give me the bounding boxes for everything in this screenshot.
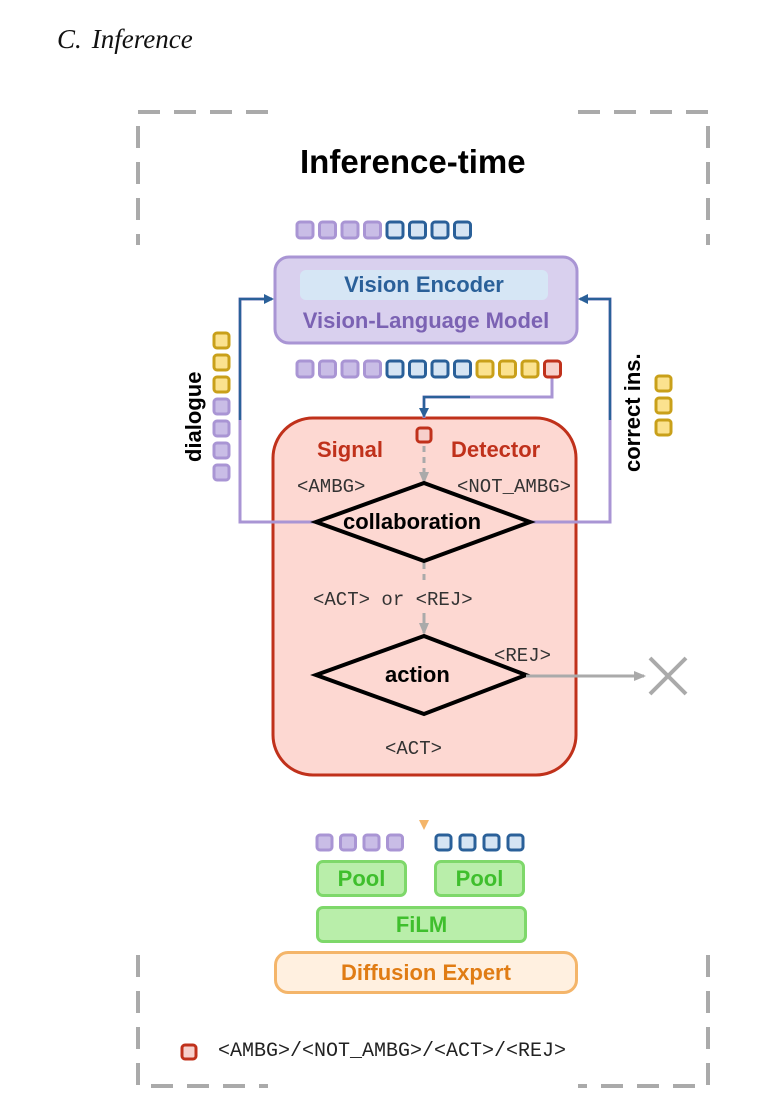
red-token [415,426,433,444]
legend-signal-token-icon [180,1043,198,1061]
yellow-token [654,418,673,437]
act-token-label: <ACT> [385,738,443,760]
purple-token [212,397,231,416]
film-box: FiLM [316,906,527,943]
purple-token [363,359,382,379]
dialogue-arrow [238,294,274,420]
blue-token [453,359,472,379]
token-row-output [295,359,562,379]
pool-right-box: Pool [434,860,525,897]
signal-token [415,426,433,444]
section-heading: C. Inference [57,24,193,55]
yellow-token [212,353,231,372]
token-row-pool-right [434,833,525,852]
diffusion-expert-box: Diffusion Expert [274,951,578,994]
blue-token [482,833,501,852]
purple-token [363,220,382,240]
frame-top-left [136,110,268,245]
blue-token [458,833,477,852]
correct-instruction-label: correct ins. [620,353,645,472]
yellow-token [212,375,231,394]
diagram-title: Inference-time [300,143,526,180]
blue-token [408,220,427,240]
act-or-rej-label: <ACT> or <REJ> [313,589,473,611]
purple-token [362,833,381,852]
section-title: Inference [91,24,193,54]
vision-encoder-label: Vision Encoder [300,270,548,300]
collaboration-label: collaboration [343,509,482,534]
purple-token [212,419,231,438]
yellow-token [654,396,673,415]
blue-token [385,220,405,240]
blue-token [408,359,427,379]
dialogue-label: dialogue [181,371,206,462]
signal-label: Signal [317,437,384,462]
not-ambg-token-label: <NOT_AMBG> [457,476,572,498]
frame-bottom-right [578,955,710,1088]
detector-label: Detector [451,437,541,462]
vlm-label: Vision-Language Model [302,308,550,333]
purple-token [339,833,357,852]
frame-bottom-left [136,955,268,1088]
dashed-frame [136,110,710,1088]
yellow-token [212,331,231,350]
blue-token [430,359,450,379]
legend-text: <AMBG>/<NOT_AMBG>/<ACT>/<REJ> [218,1040,567,1063]
purple-token [386,833,404,852]
collaboration-diamond [310,480,536,564]
purple-token [340,220,360,240]
purple-token [340,359,360,379]
frame-top-right [578,110,710,245]
action-label: action [385,662,450,687]
rej-token-label: <REJ> [494,645,552,667]
purple-token [315,833,334,852]
yellow-token [520,359,540,379]
purple-token [318,220,337,240]
token-row-pool-left [315,833,404,852]
section-number: C. [57,24,82,54]
pool-left-box: Pool [316,860,407,897]
purple-token [295,359,315,379]
purple-token [295,220,315,240]
purple-token [212,441,231,460]
yellow-token [475,359,495,379]
blue-token [430,220,450,240]
red-token [543,359,562,379]
token-column-dialogue [212,331,231,482]
purple-token [318,359,337,379]
correct-arrow [578,294,612,420]
blue-token [453,220,472,240]
blue-token [506,833,525,852]
signal-token-arrow [419,395,470,418]
blue-token [385,359,405,379]
red-token [180,1043,198,1061]
ambg-token-label: <AMBG> [297,476,366,498]
yellow-token [498,359,517,379]
token-row-input [295,220,472,240]
purple-token [212,463,231,482]
yellow-token [654,374,673,393]
blue-token [434,833,453,852]
reject-x-icon [648,656,688,696]
token-column-correct [654,374,673,437]
